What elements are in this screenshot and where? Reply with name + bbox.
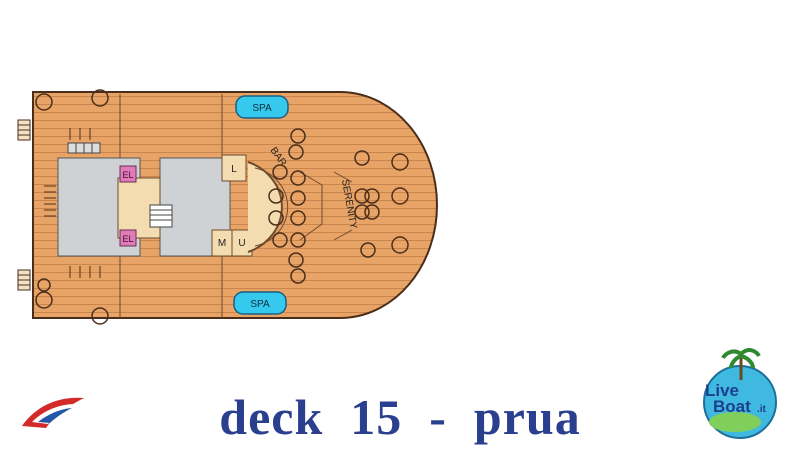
elevator-bottom-label: EL [122,234,133,244]
deck-plan: EL EL L U M BAR SERENITY SPA SPA [17,89,438,325]
spa-bottom-label: SPA [250,299,270,310]
spa-top-label: SPA [252,103,272,114]
deck-caption: deck 15 - prua [219,389,581,445]
spa-bottom [233,291,287,315]
deck-floor [32,91,438,319]
elevator-top-label: EL [122,170,133,180]
liveboat-suffix: .it [757,404,767,415]
spa-top [235,95,289,119]
deck-chairs [44,128,101,278]
room-l-label: L [231,164,237,175]
elevator-top [119,165,137,183]
room-m-label: M [218,238,226,249]
room-m [211,229,233,257]
stairs-left-top [17,119,31,141]
room-l [221,154,247,182]
stairs-left-bottom [17,269,31,291]
elevator-bottom [119,229,137,247]
liveboat-bottom: Boat [713,397,751,416]
center-stairs [149,204,173,228]
stairs-top-small [67,142,101,154]
serenity-partitions [299,171,353,241]
liveboat-top: Live [705,381,739,400]
furniture [35,89,409,325]
room-u-label: U [238,238,245,249]
bar-counter [247,161,283,253]
liveboat-logo: Live Boat .it [703,348,777,439]
carnival-funnel-logo [22,397,84,428]
